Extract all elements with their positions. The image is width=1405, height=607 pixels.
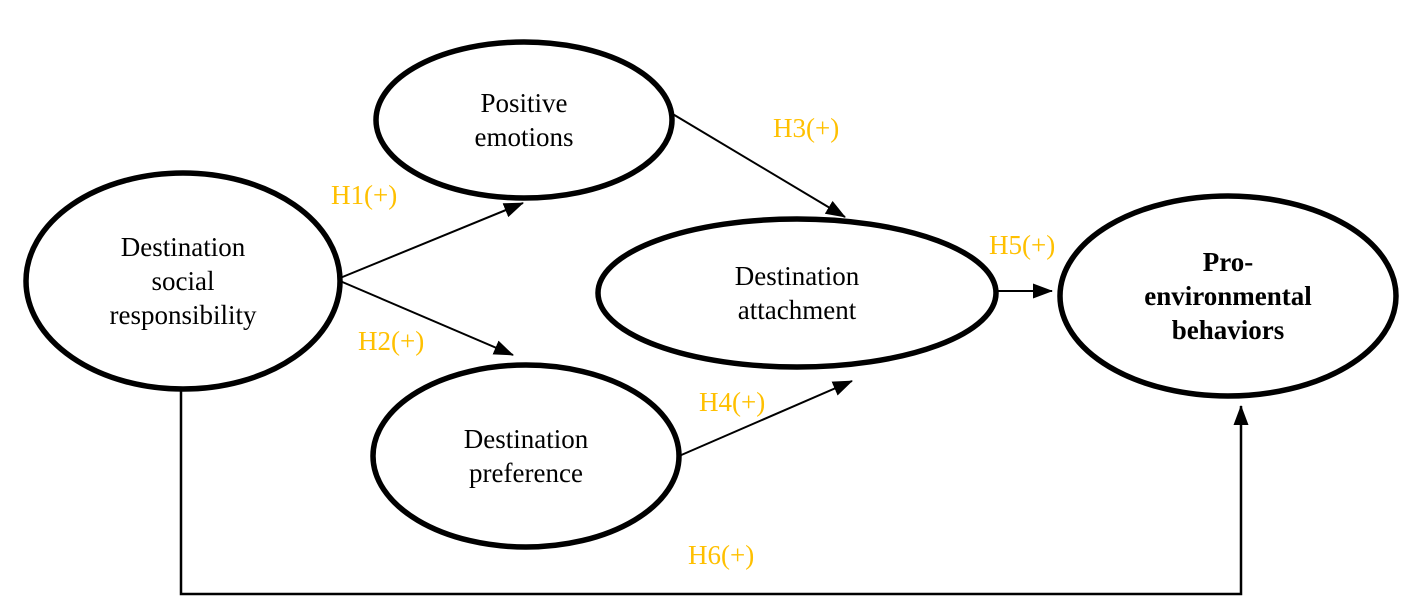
edge-h1-arrow: [339, 202, 524, 279]
node-ellipse-destination-attachment: [595, 216, 999, 370]
edge-h4-arrow: [678, 380, 853, 457]
edge-label-h4: H4(+): [699, 387, 766, 417]
node-ellipse-pro-environmental-behaviors: [1057, 193, 1399, 399]
node-label-destination-preference: Destination preference: [463, 424, 589, 488]
edge-label-h6: H6(+): [688, 540, 755, 570]
edge-label-h3: H3(+): [773, 113, 840, 143]
node-ellipse-positive-emotions: [373, 39, 675, 201]
node-label-destination-attachment: Destination attachment: [734, 261, 860, 325]
edge-label-h1: H1(+): [331, 180, 398, 210]
node-label-pro-environmental-behaviors: Pro- environmental behaviors: [1144, 247, 1312, 345]
edge-h3-arrow: [670, 112, 846, 218]
edge-h2-arrow: [339, 280, 514, 356]
edge-label-h2: H2(+): [358, 326, 425, 356]
edge-h6-arrow: [179, 388, 1249, 596]
node-label-positive-emotions: Positive emotions: [474, 88, 574, 152]
edge-label-h5: H5(+): [989, 230, 1056, 260]
node-label-destination-social-responsibility: Destination social responsibility: [109, 232, 257, 330]
